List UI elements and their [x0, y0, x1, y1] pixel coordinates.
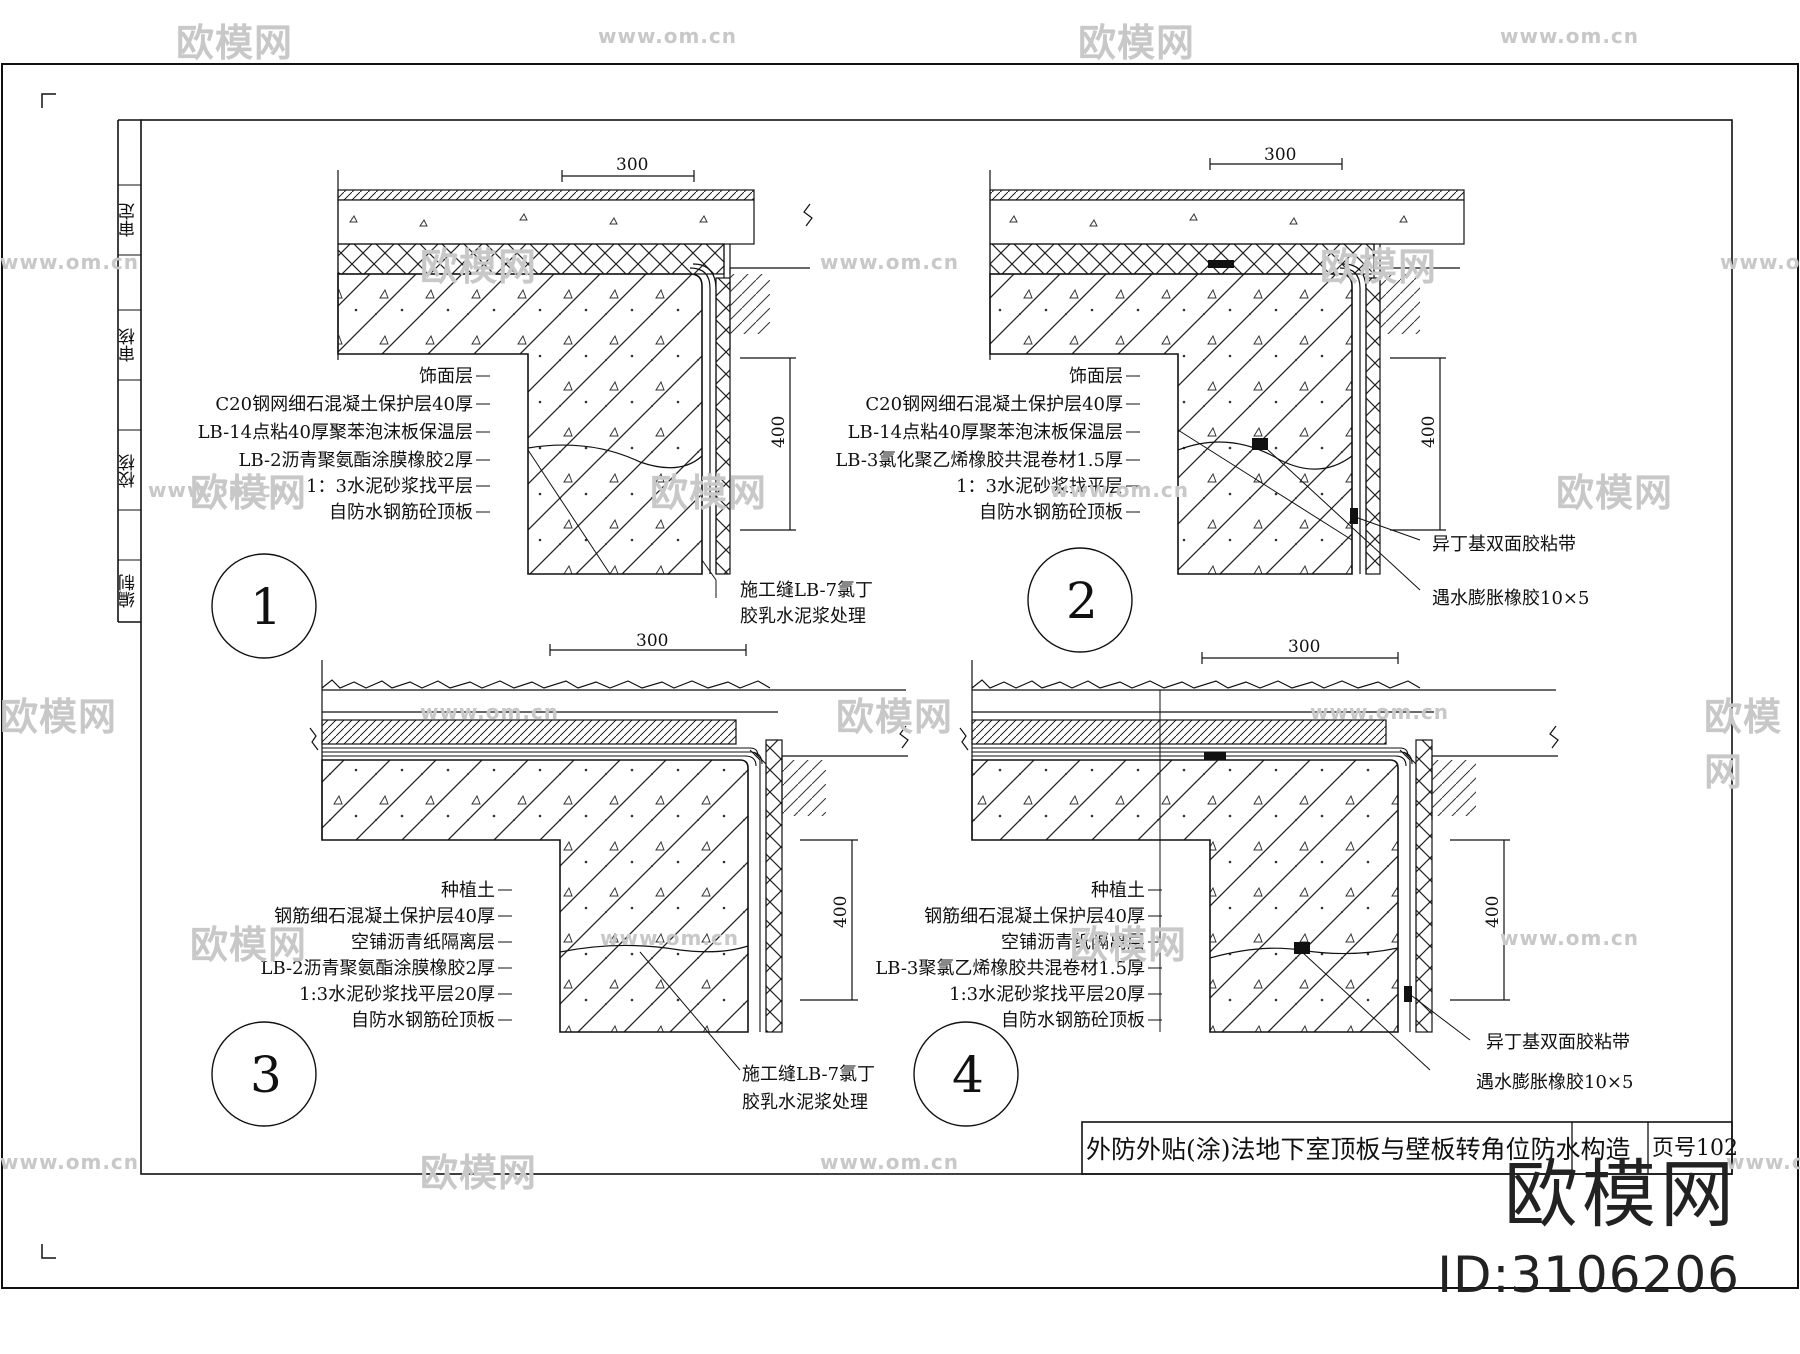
detail-number: 4: [952, 1046, 984, 1104]
layer-label: 空铺沥青纸隔离层: [1001, 932, 1145, 953]
layer-label: 空铺沥青纸隔离层: [351, 932, 495, 953]
layer-label: 自防水钢筋砼顶板: [351, 1010, 495, 1031]
detail-1: 300 400 1 饰面层 C20钢网细石混凝土保护层40厚 LB-14点粘40…: [198, 155, 873, 659]
callout-label: 遇水膨胀橡胶10×5: [1432, 588, 1589, 609]
callout-label: 异丁基双面胶粘带: [1432, 534, 1576, 555]
layer-label: 1：3水泥砂浆找平层: [306, 476, 473, 497]
detail-3: 300 400 3 种植土 钢筋细石混凝土保护层40厚 空铺沥青纸隔离层 LB-…: [211, 631, 909, 1127]
side-label-approve: 审定: [119, 203, 139, 237]
drawing-title: 外防外贴(涂)法地下室顶板与壁板转角位防水构造: [1086, 1135, 1631, 1164]
side-label-author: 编制: [119, 574, 139, 608]
page-number: 页号102: [1652, 1136, 1738, 1161]
callout-label: 施工缝LB-7氯丁: [742, 1064, 875, 1085]
layer-label: 种植土: [1091, 880, 1145, 901]
layer-label: LB-3聚氯乙烯橡胶共混卷材1.5厚: [875, 958, 1145, 979]
callout-label: 异丁基双面胶粘带: [1486, 1032, 1630, 1053]
brand-logo-text: 欧模网: [1504, 1152, 1738, 1238]
layer-label: 1:3水泥砂浆找平层20厚: [949, 984, 1145, 1005]
dim-side: 400: [1483, 896, 1503, 928]
layer-label: C20钢网细石混凝土保护层40厚: [215, 394, 473, 415]
detail-4: 300 400 4 种植土 钢筋细石混凝土保护层40厚 空铺沥青纸隔离层 LB-…: [875, 637, 1633, 1127]
dim-side: 400: [769, 416, 789, 448]
layer-label: 自防水钢筋砼顶板: [1001, 1010, 1145, 1031]
layer-label: 种植土: [441, 880, 495, 901]
layer-label: 自防水钢筋砼顶板: [979, 502, 1123, 523]
callout-label: 胶乳水泥浆处理: [740, 606, 866, 627]
layer-label: LB-2沥青聚氨酯涂膜橡胶2厚: [261, 958, 496, 979]
layer-label: 饰面层: [1069, 366, 1123, 387]
detail-number: 1: [250, 578, 282, 636]
sheet-frame: [1, 63, 1799, 1289]
layer-label: 钢筋细石混凝土保护层40厚: [924, 906, 1145, 927]
detail-2: 300 400 2 饰面层 C20钢网细石混凝土保护层40厚 LB-14点粘40…: [835, 145, 1589, 653]
layer-label: LB-14点粘40厚聚苯泡沫板保温层: [198, 422, 473, 443]
dim-top: 300: [636, 631, 668, 651]
dim-side: 400: [831, 896, 851, 928]
detail-number: 3: [250, 1046, 282, 1104]
layer-label: 自防水钢筋砼顶板: [329, 502, 473, 523]
layer-label: LB-2沥青聚氨酯涂膜橡胶2厚: [239, 450, 474, 471]
layer-label: LB-14点粘40厚聚苯泡沫板保温层: [848, 422, 1123, 443]
layer-label: LB-3氯化聚乙烯橡胶共混卷材1.5厚: [835, 450, 1123, 471]
callout-label: 胶乳水泥浆处理: [742, 1092, 868, 1113]
layer-label: C20钢网细石混凝土保护层40厚: [865, 394, 1123, 415]
layer-label: 1:3水泥砂浆找平层20厚: [299, 984, 495, 1005]
dim-top: 300: [1264, 145, 1296, 165]
layer-label: 钢筋细石混凝土保护层40厚: [274, 906, 495, 927]
dim-side: 400: [1419, 416, 1439, 448]
layer-label: 饰面层: [419, 366, 473, 387]
dim-top: 300: [616, 155, 648, 175]
detail-number: 2: [1066, 572, 1098, 630]
side-label-review: 审核: [119, 328, 139, 362]
callout-label: 施工缝LB-7氯丁: [740, 580, 873, 601]
callout-label: 遇水膨胀橡胶10×5: [1476, 1072, 1633, 1093]
layer-label: 1：3水泥砂浆找平层: [956, 476, 1123, 497]
dim-top: 300: [1288, 637, 1320, 657]
side-label-check: 校核: [119, 454, 139, 488]
brand-id: ID:3106206: [1437, 1246, 1740, 1304]
